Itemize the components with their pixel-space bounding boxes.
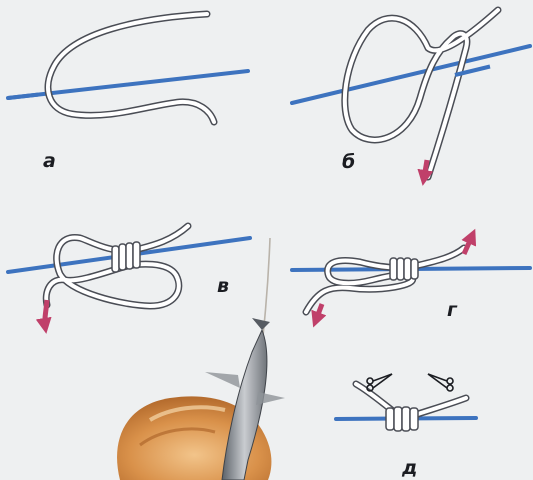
step-label-a: а — [43, 152, 56, 171]
scissors-icon — [428, 374, 453, 391]
rope — [48, 14, 214, 122]
knot — [386, 407, 418, 431]
step-a-figure — [8, 14, 248, 122]
arrow-down-icon — [316, 304, 322, 320]
scissors-icon — [367, 374, 392, 391]
step-v-figure — [8, 226, 250, 326]
step-label-b: б — [342, 153, 355, 172]
main-line — [292, 46, 530, 103]
step-label-v: в — [217, 277, 229, 296]
arrow-down-icon — [45, 300, 47, 326]
step-b-figure — [292, 10, 530, 178]
wraps — [112, 242, 140, 272]
step-label-d: д — [402, 459, 417, 478]
step-d-figure — [336, 374, 476, 431]
step-label-g: г — [447, 301, 457, 320]
arrow-down-icon — [424, 160, 427, 178]
step-g-figure — [292, 236, 530, 320]
main-line — [8, 71, 248, 98]
wraps — [390, 258, 418, 280]
